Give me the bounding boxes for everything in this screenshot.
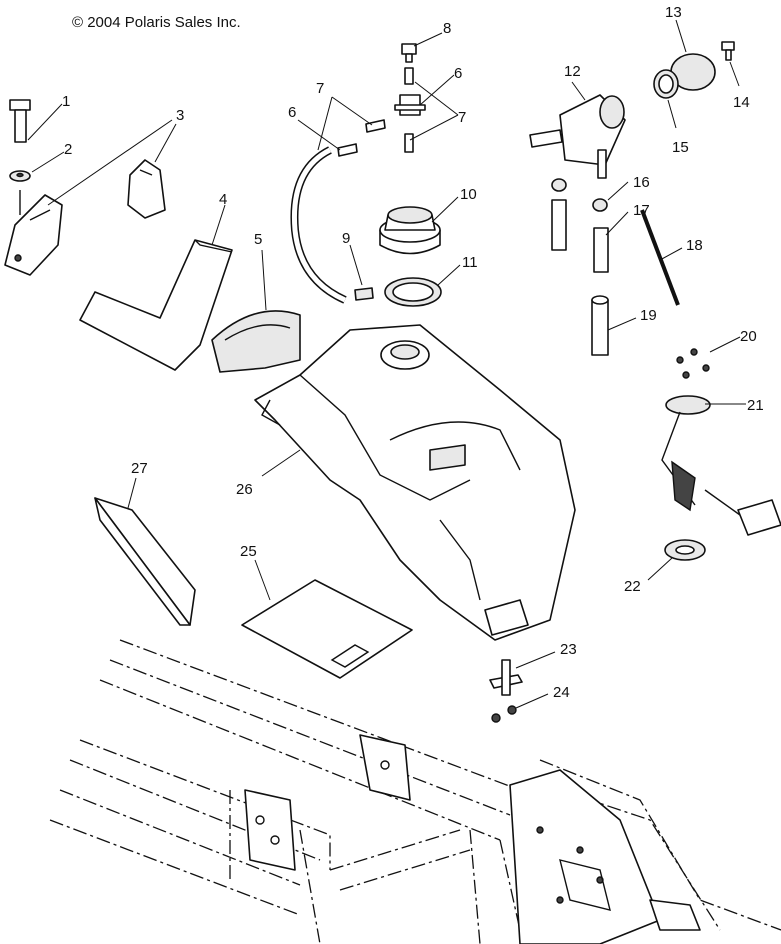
callout-6b: 6 [419, 65, 462, 106]
callout-27: 27 [127, 460, 148, 509]
svg-text:8: 8 [443, 20, 451, 37]
callout-23: 23 [515, 641, 577, 669]
gasket-part-22 [664, 539, 706, 561]
svg-text:10: 10 [460, 186, 477, 203]
callout-21: 21 [705, 397, 764, 414]
valve-part-8 [401, 43, 417, 63]
svg-text:6: 6 [454, 65, 462, 82]
bolts-part-24 [491, 705, 517, 723]
svg-text:14: 14 [733, 94, 750, 111]
svg-text:12: 12 [564, 63, 581, 80]
callout-24: 24 [515, 684, 570, 709]
svg-text:4: 4 [219, 191, 227, 208]
svg-text:5: 5 [254, 231, 262, 248]
callout-12: 12 [564, 63, 586, 101]
callout-15: 15 [667, 99, 689, 156]
svg-text:1: 1 [62, 93, 70, 110]
frame-side-plate [509, 769, 701, 944]
callout-11: 11 [437, 254, 478, 286]
svg-text:27: 27 [131, 460, 148, 477]
callout-9: 9 [342, 230, 363, 286]
svg-text:20: 20 [740, 328, 757, 345]
pad-part-27 [94, 497, 196, 626]
callout-7a: 7 [316, 80, 373, 151]
ring-part-15 [653, 69, 679, 99]
svg-text:25: 25 [240, 543, 257, 560]
screws-part-20 [676, 348, 710, 379]
screw-part-14 [721, 41, 735, 61]
foam-part-5 [211, 310, 301, 373]
clamp-part-9 [354, 287, 374, 301]
mat-part-25 [241, 579, 413, 679]
svg-text:6: 6 [288, 104, 296, 121]
svg-text:2: 2 [64, 141, 72, 158]
callout-19: 19 [607, 307, 657, 331]
svg-text:24: 24 [553, 684, 570, 701]
callout-5: 5 [254, 231, 267, 311]
svg-text:7: 7 [458, 109, 466, 126]
svg-text:17: 17 [633, 202, 650, 219]
callout-16: 16 [607, 174, 650, 201]
fuel-pump-part-12 [529, 94, 626, 179]
fuel-line-part [551, 178, 609, 356]
callout-14: 14 [729, 61, 750, 111]
callout-18: 18 [659, 237, 703, 261]
svg-text:11: 11 [462, 254, 478, 271]
svg-text:26: 26 [236, 481, 253, 498]
callout-20: 20 [709, 328, 757, 353]
frame-bracket-left [244, 734, 411, 871]
vent-hose-part [290, 67, 426, 304]
callout-3: 3 [47, 107, 184, 206]
svg-text:3: 3 [176, 107, 184, 124]
fuel-cap-part-10 [379, 206, 441, 255]
callout-1: 1 [27, 93, 70, 141]
callout-13: 13 [665, 4, 687, 53]
callout-2: 2 [31, 141, 72, 173]
washer-part-2 [9, 170, 31, 215]
svg-text:7: 7 [316, 80, 324, 97]
svg-text:22: 22 [624, 578, 641, 595]
fuel-tank-part-26 [254, 324, 576, 641]
svg-text:15: 15 [672, 139, 689, 156]
callout-25: 25 [240, 543, 271, 601]
svg-text:21: 21 [747, 397, 764, 414]
callout-8: 8 [413, 20, 451, 47]
svg-text:9: 9 [342, 230, 350, 247]
svg-text:18: 18 [686, 237, 703, 254]
chassis-frame [49, 639, 781, 944]
bolt-part-1 [9, 99, 31, 143]
svg-text:19: 19 [640, 307, 657, 324]
fuel-sender-part-21 [661, 395, 781, 536]
svg-text:16: 16 [633, 174, 650, 191]
svg-text:23: 23 [560, 641, 577, 658]
pad-part-4 [79, 239, 233, 371]
callout-26: 26 [236, 449, 301, 498]
callout-labels: 1 2 3 4 5 6 6 7 7 8 9 10 11 12 13 14 15 … [27, 4, 764, 709]
callout-7b: 7 [409, 81, 466, 141]
callout-10: 10 [431, 186, 477, 223]
bracket-part-3 [4, 159, 166, 276]
callout-6a: 6 [288, 104, 341, 151]
svg-text:13: 13 [665, 4, 682, 21]
bracket-part-23 [489, 659, 523, 696]
callout-17: 17 [605, 202, 650, 236]
rod-part-18 [640, 209, 680, 306]
gasket-part-11 [384, 277, 442, 307]
callout-4: 4 [211, 191, 227, 246]
callout-22: 22 [624, 557, 673, 595]
copyright-notice: © 2004 Polaris Sales Inc. [72, 14, 241, 31]
